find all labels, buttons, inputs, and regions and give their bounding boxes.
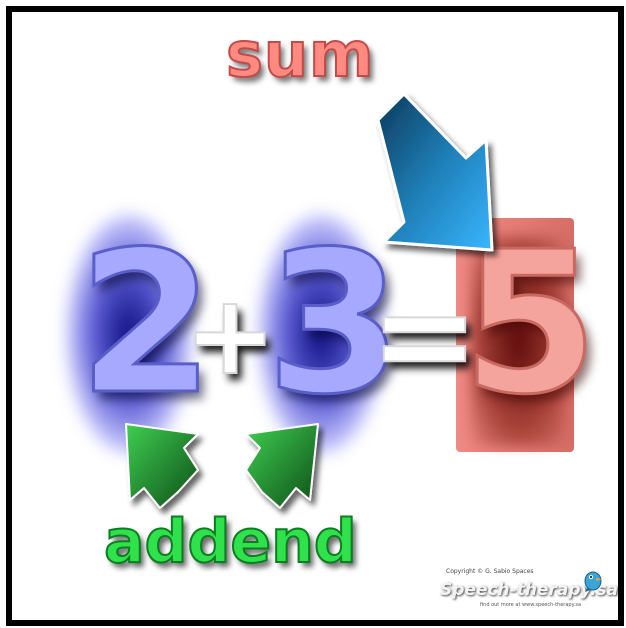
watermark: Copyright © G. Sabio Spaces Speech-thera… — [440, 566, 618, 610]
addend-1-glow — [66, 214, 192, 454]
sum-highlight-shadow — [470, 236, 566, 446]
watermark-copyright: Copyright © G. Sabio Spaces — [446, 568, 534, 575]
sum-label: sum — [225, 18, 375, 91]
watermark-tagline: find out more at www.speech-therapy.sa — [480, 602, 582, 608]
addend-label: addend — [103, 507, 358, 577]
sum-arrow-icon — [376, 92, 494, 252]
plus-sign: + — [183, 271, 277, 399]
watermark-brand: Speech-therapy.sa — [440, 580, 619, 600]
bird-logo-icon — [584, 571, 602, 592]
addend-arrow-left-icon — [125, 423, 199, 509]
addend-arrow-right-icon — [245, 423, 319, 509]
addend-2-glow — [258, 214, 384, 454]
